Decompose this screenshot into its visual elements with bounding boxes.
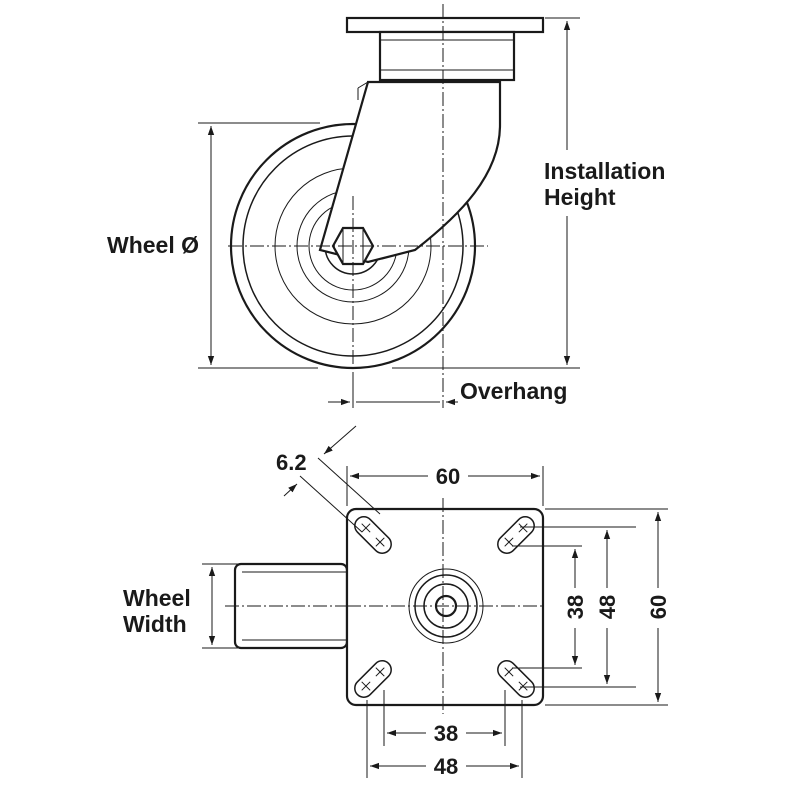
slot-width-extension-b [317, 457, 381, 515]
hole-spacing-x-outer-label: 48 [434, 754, 458, 779]
installation-height-label-line1: Installation [544, 158, 665, 184]
plate-height-label: 60 [646, 595, 671, 619]
hole-spacing-y-outer-label: 48 [595, 595, 620, 619]
wheel-width-label-line2: Width [123, 611, 187, 637]
side-view: Wheel Ø Installation Height Overhang [107, 4, 700, 408]
mounting-plate [345, 507, 545, 707]
overhang-label: Overhang [460, 378, 567, 404]
bearing-housing [378, 30, 516, 82]
installation-height-label-line2: Height [544, 184, 616, 210]
slot-width-extension-a [299, 475, 363, 533]
slot-width-label: 6.2 [276, 450, 307, 475]
wheel-diameter-label: Wheel Ø [107, 232, 199, 258]
slot-hole-top-right [497, 516, 535, 554]
top-plate-view: 60 6.2 38 48 38 48 60 Wheel Width [123, 425, 672, 779]
top-plate [345, 16, 545, 34]
kingpin [408, 568, 484, 644]
wheel-width-label-line1: Wheel [123, 585, 191, 611]
hole-spacing-x-inner-label: 38 [434, 721, 458, 746]
hole-spacing-y-inner-label: 38 [563, 595, 588, 619]
swivel-fork [318, 80, 502, 264]
plate-width-label: 60 [436, 464, 460, 489]
slot-hole-top-left [354, 516, 392, 554]
slot-hole-bottom-right [497, 660, 535, 698]
